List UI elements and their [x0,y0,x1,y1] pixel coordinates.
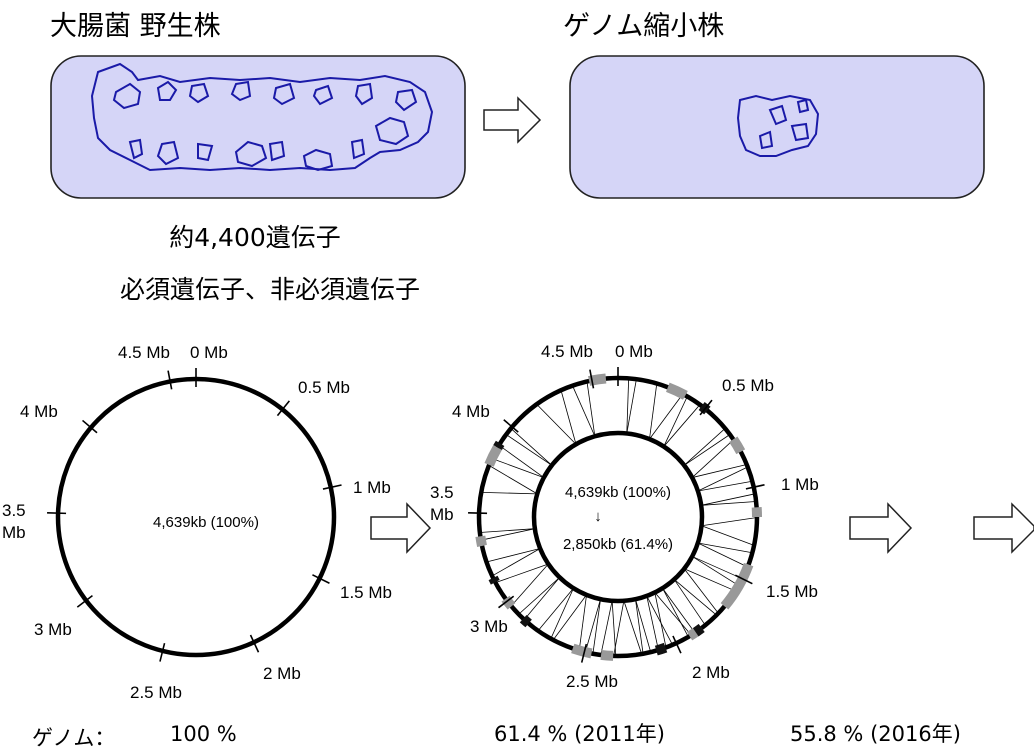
tick-label: 2.5 Mb [130,683,182,703]
deletion-segment-black [498,443,500,447]
deletion-line [492,458,544,477]
deletion-line [481,492,537,493]
deletion-line [692,556,739,585]
tick-label: 1.5 Mb [766,582,818,602]
deletion-line [601,601,612,655]
deletion-segment-gray [733,439,740,451]
tick-label: 1 Mb [781,475,819,495]
deletion-line [585,599,600,652]
deletion-segment-gray [480,536,482,546]
deletion-line [655,592,666,647]
deletion-segment-gray [489,448,498,465]
deletion-line [698,481,752,491]
deletion-line [647,596,659,650]
tick-label: 4 Mb [20,402,58,422]
right-arrow [371,504,430,552]
tick-label: 0.5 Mb [722,376,774,396]
deletion-segment-black [493,578,495,582]
tick-label: 3.5 Mb [2,500,34,544]
deletion-line [698,543,748,567]
deletion-line [489,465,537,493]
tick-mark [468,513,487,514]
deletion-line [519,577,560,614]
deletion-line [593,599,601,654]
tick-label: 3.5 Mb [430,482,462,526]
genome-pct-2016: 55.8 % (2016年) [790,718,961,748]
deletion-line [492,548,540,575]
deletion-segment-black [656,648,665,651]
deletion-segment-gray [724,565,748,607]
tick-label: 3 Mb [470,617,508,637]
tick-label: 4.5 Mb [541,342,593,362]
deletion-line [664,405,700,447]
deletion-line [702,517,757,525]
center-arrow: ↓ [594,508,602,525]
tick-label: 4 Mb [452,402,490,422]
tick-label: 2 Mb [263,664,301,684]
deletion-line [635,599,650,652]
tick-label: 4.5 Mb [118,343,170,363]
deletion-line [702,526,755,546]
deletion-line [511,428,552,465]
deletion-line [684,428,725,465]
center-label-bottom: 2,850kb (61.4%) [563,536,673,553]
full-genome-map: 4,639kb (100%) [47,368,341,662]
center-label-top: 4,639kb (100%) [565,484,671,501]
reduced-strain-cell [570,56,984,198]
deletion-segment-black [696,628,702,632]
deletion-segment-gray [601,655,613,656]
deletion-line [486,548,540,562]
deletion-segment-gray [573,648,592,653]
deletion-line [698,543,752,553]
deletion-line [663,588,689,637]
tick-label: 0 Mb [615,342,653,362]
tick-mark [47,513,66,514]
deletion-line [624,601,642,654]
right-arrow [850,504,911,552]
genome-pct-wild: 100 % [170,722,237,746]
deletion-line [684,569,718,613]
deletion-segment-black [523,619,528,624]
center-label: 4,639kb (100%) [153,514,259,531]
tick-label: 0.5 Mb [298,378,350,398]
deletion-line [684,435,730,466]
tick-label: 2.5 Mb [566,672,618,692]
deletion-line [663,588,695,633]
wild-type-cell [51,56,465,198]
deletion-line [538,588,573,630]
right-arrow [484,98,540,142]
deletion-line [524,577,559,619]
deletion-line [674,579,716,615]
deletion-segment-gray [668,387,686,395]
genome-pct-2011: 61.4 % (2011年) [494,718,665,748]
deletion-line [612,601,616,656]
tick-label: 3 Mb [34,620,72,640]
reduced-genome-map: 4,639kb (100%) ↓ 2,850kb (61.4%) [468,367,764,663]
tick-label: 1 Mb [353,478,391,498]
deletion-line [692,440,733,478]
genome-label: ゲノム： [32,722,115,752]
right-arrow [974,504,1034,552]
deletion-line [655,592,691,635]
deletion-line [499,445,544,477]
tick-label: 1.5 Mb [340,583,392,603]
tick-label: 2 Mb [692,663,730,683]
deletion-line [551,588,574,638]
tick-label: 0 Mb [190,343,228,363]
deletion-line [647,596,673,645]
deletion-line [635,599,643,654]
deletion-line [506,435,552,466]
